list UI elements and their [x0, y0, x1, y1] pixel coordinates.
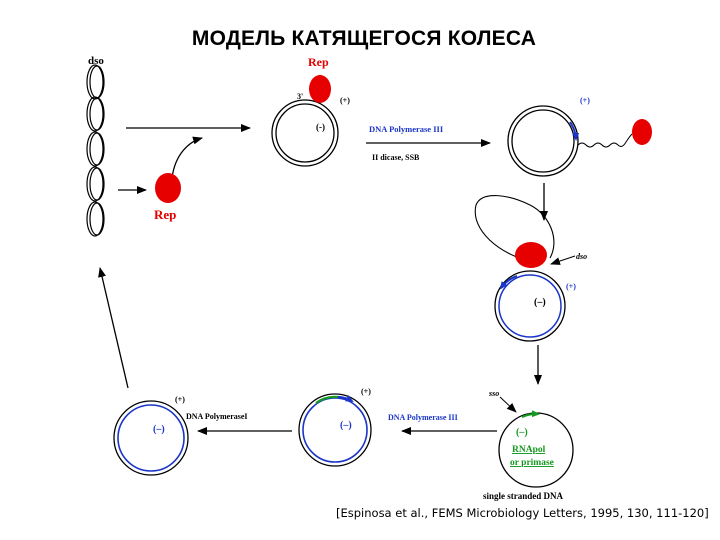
new-strand-stage3 — [499, 275, 518, 290]
three-prime-label: 3' — [297, 92, 303, 101]
minus-label-stage3: (–) — [534, 297, 546, 308]
displaced-strand — [577, 133, 633, 148]
or-primase-label: or primase — [510, 458, 554, 468]
plasmid-stage2-outer — [507, 105, 579, 177]
rep-protein-bound — [309, 75, 331, 103]
single-stranded-label: single stranded DNA — [483, 491, 564, 501]
dna-pol3-top-label: DNA Polymerase III — [369, 124, 444, 134]
rep-label-bound: Rep — [308, 55, 329, 69]
sso-pointer — [499, 396, 517, 413]
rnapol-label: RNApol — [512, 445, 546, 455]
plus-label-stage6: (+) — [175, 395, 185, 404]
dna-pol3-bottom-label: DNA Polymerase III — [388, 413, 458, 422]
plus-label-stage3: (+) — [566, 282, 576, 291]
plus-label-stage2: (+) — [580, 96, 590, 105]
slide-title: МОДЕЛЬ КАТЯЩЕГОСЯ КОЛЕСА — [191, 27, 537, 50]
rep-protein-free — [155, 173, 181, 203]
citation: [Espinosa et al., FEMS Microbiology Lett… — [336, 506, 709, 520]
dso-label-right: dso — [576, 252, 587, 261]
primer-stage4 — [521, 410, 540, 419]
minus-label-stage4: (–) — [516, 427, 528, 438]
plasmid-stage1-inner — [275, 103, 335, 163]
helicase-ssb-label: II dicase, SSB — [372, 153, 420, 162]
plasmid-stage5-inner — [302, 397, 368, 463]
primer-stage5 — [315, 395, 339, 404]
plus-label-stage1: (+) — [340, 96, 350, 105]
dna-pol1-label: DNA PolymeraseI — [186, 412, 248, 421]
rep-protein-stage3 — [515, 242, 547, 268]
plasmid-stage3-inner — [498, 274, 562, 338]
plus-label-stage5: (+) — [361, 387, 371, 396]
dso-label-top: dso — [88, 55, 104, 67]
plasmid-stage5-outer — [298, 393, 372, 467]
rep-label-free: Rep — [154, 207, 176, 222]
plasmid-stage6-inner — [117, 404, 185, 472]
plasmid-stage3-outer — [494, 270, 566, 342]
arrow-stage6-to-chain — [98, 267, 129, 389]
plasmid-multimer-chain — [86, 64, 105, 237]
arrow-rep-to-plasmid — [171, 136, 203, 179]
minus-label-stage5: (–) — [340, 420, 352, 431]
rep-protein-stage2 — [632, 119, 652, 145]
minus-label-stage6: (–) — [153, 424, 165, 435]
new-strand-stage5 — [337, 395, 354, 402]
new-strand-stage2 — [569, 121, 580, 141]
dso-pointer — [550, 255, 576, 265]
released-ssdna-loop — [474, 194, 555, 263]
plasmid-stage6-outer — [113, 400, 189, 476]
minus-label-stage1: (-) — [316, 122, 325, 132]
plasmid-stage2-inner — [511, 109, 575, 173]
plasmid-stage1-outer — [271, 99, 339, 167]
sso-label: sso — [488, 389, 499, 398]
